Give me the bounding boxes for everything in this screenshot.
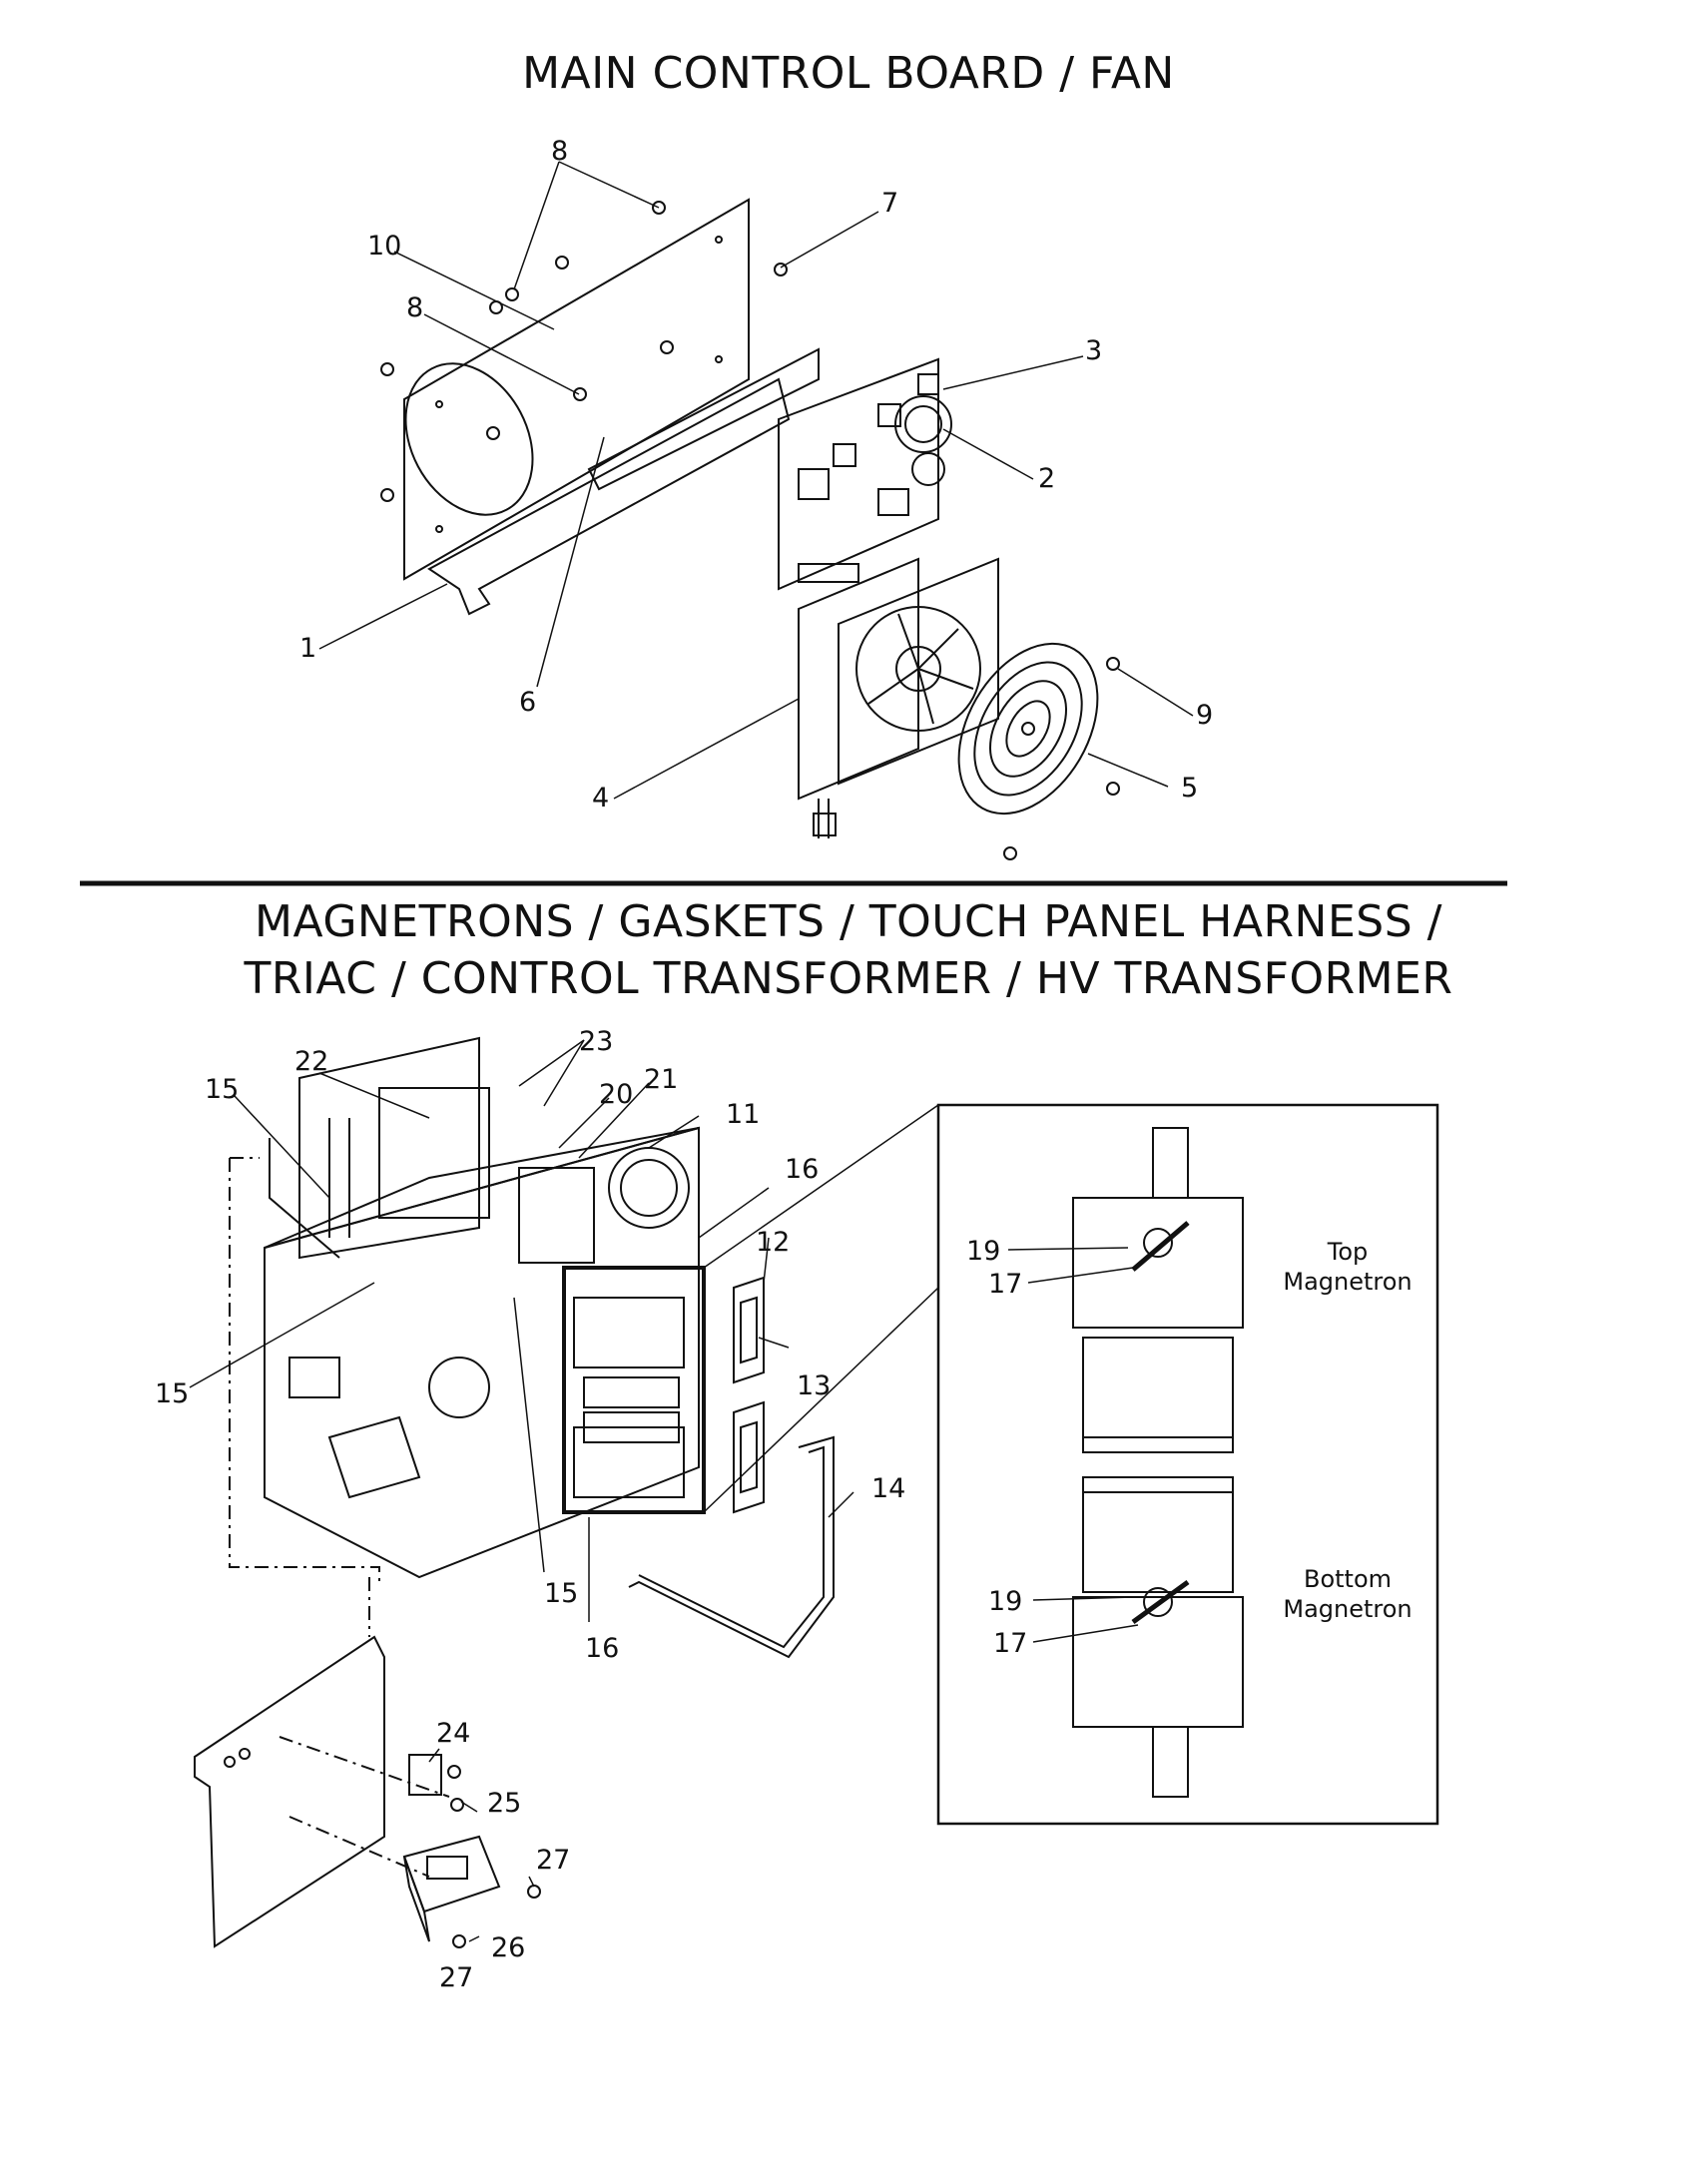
screws-top — [380, 201, 1120, 860]
callout-16-upper: 16 — [785, 1154, 819, 1185]
leader-lines-bottom — [189, 1039, 854, 1942]
callout-24: 24 — [436, 1718, 470, 1749]
callout-8-lower: 8 — [406, 292, 423, 323]
callout-5: 5 — [1181, 773, 1198, 804]
callout-11: 11 — [726, 1099, 760, 1130]
callout-15-bottom: 15 — [544, 1578, 578, 1609]
control-board — [778, 357, 952, 591]
oven-chassis — [229, 1036, 700, 1587]
callout-2: 2 — [1038, 463, 1055, 494]
callout-1: 1 — [299, 633, 316, 664]
callout-13: 13 — [797, 1370, 831, 1401]
bottom-magnetron — [1072, 1476, 1244, 1798]
touch-panel-harness — [628, 1435, 835, 1659]
magnetron-detail-inset — [936, 1103, 1439, 1826]
section-title-magnetrons-line1: MAGNETRONS / GASKETS / TOUCH PANEL HARNE… — [255, 896, 1442, 947]
mounting-plate — [403, 198, 820, 616]
triac — [408, 1754, 464, 1812]
callout-7: 7 — [881, 188, 898, 219]
callout-17-top: 17 — [988, 1269, 1022, 1300]
callout-8-upper: 8 — [551, 136, 568, 167]
callout-21: 21 — [644, 1064, 678, 1095]
callout-14: 14 — [871, 1473, 905, 1504]
top-magnetron-label-1: Top — [1327, 1238, 1369, 1266]
callout-25: 25 — [487, 1788, 521, 1819]
gaskets — [733, 1276, 765, 1514]
magnetron-highlight-box — [562, 1266, 706, 1514]
cooling-fan — [798, 557, 999, 838]
control-transformer — [402, 1835, 541, 1948]
callout-17-bottom: 17 — [993, 1628, 1027, 1659]
callout-10: 10 — [367, 231, 401, 262]
fan-guard — [957, 642, 1099, 816]
section-title-magnetrons-line2: TRIAC / CONTROL TRANSFORMER / HV TRANSFO… — [244, 953, 1453, 1004]
callout-20: 20 — [599, 1079, 633, 1110]
top-magnetron — [1072, 1127, 1244, 1453]
callout-4: 4 — [592, 783, 609, 814]
callout-19-top: 19 — [966, 1236, 1000, 1267]
callout-6: 6 — [519, 687, 536, 718]
callout-12: 12 — [756, 1227, 790, 1258]
bottom-magnetron-label-2: Magnetron — [1283, 1595, 1412, 1623]
callout-9: 9 — [1196, 700, 1213, 731]
callout-19-bottom: 19 — [988, 1586, 1022, 1617]
magnetron-stack — [573, 1297, 685, 1498]
callout-23: 23 — [579, 1026, 613, 1057]
callout-3: 3 — [1085, 335, 1102, 366]
section-title-main-control-board: MAIN CONTROL BOARD / FAN — [522, 48, 1175, 99]
callout-27-bottom: 27 — [439, 1962, 473, 1993]
leader-lines-top — [318, 161, 1194, 800]
callout-16-lower: 16 — [585, 1633, 619, 1664]
callout-26: 26 — [491, 1932, 525, 1963]
callout-15-left: 15 — [155, 1378, 189, 1409]
leader-lines-detail — [1007, 1247, 1139, 1643]
bottom-magnetron-label-1: Bottom — [1304, 1565, 1392, 1593]
callout-22: 22 — [294, 1046, 328, 1077]
top-magnetron-label-2: Magnetron — [1283, 1268, 1412, 1296]
callout-15-top: 15 — [205, 1074, 239, 1105]
callout-27-right: 27 — [536, 1845, 570, 1876]
